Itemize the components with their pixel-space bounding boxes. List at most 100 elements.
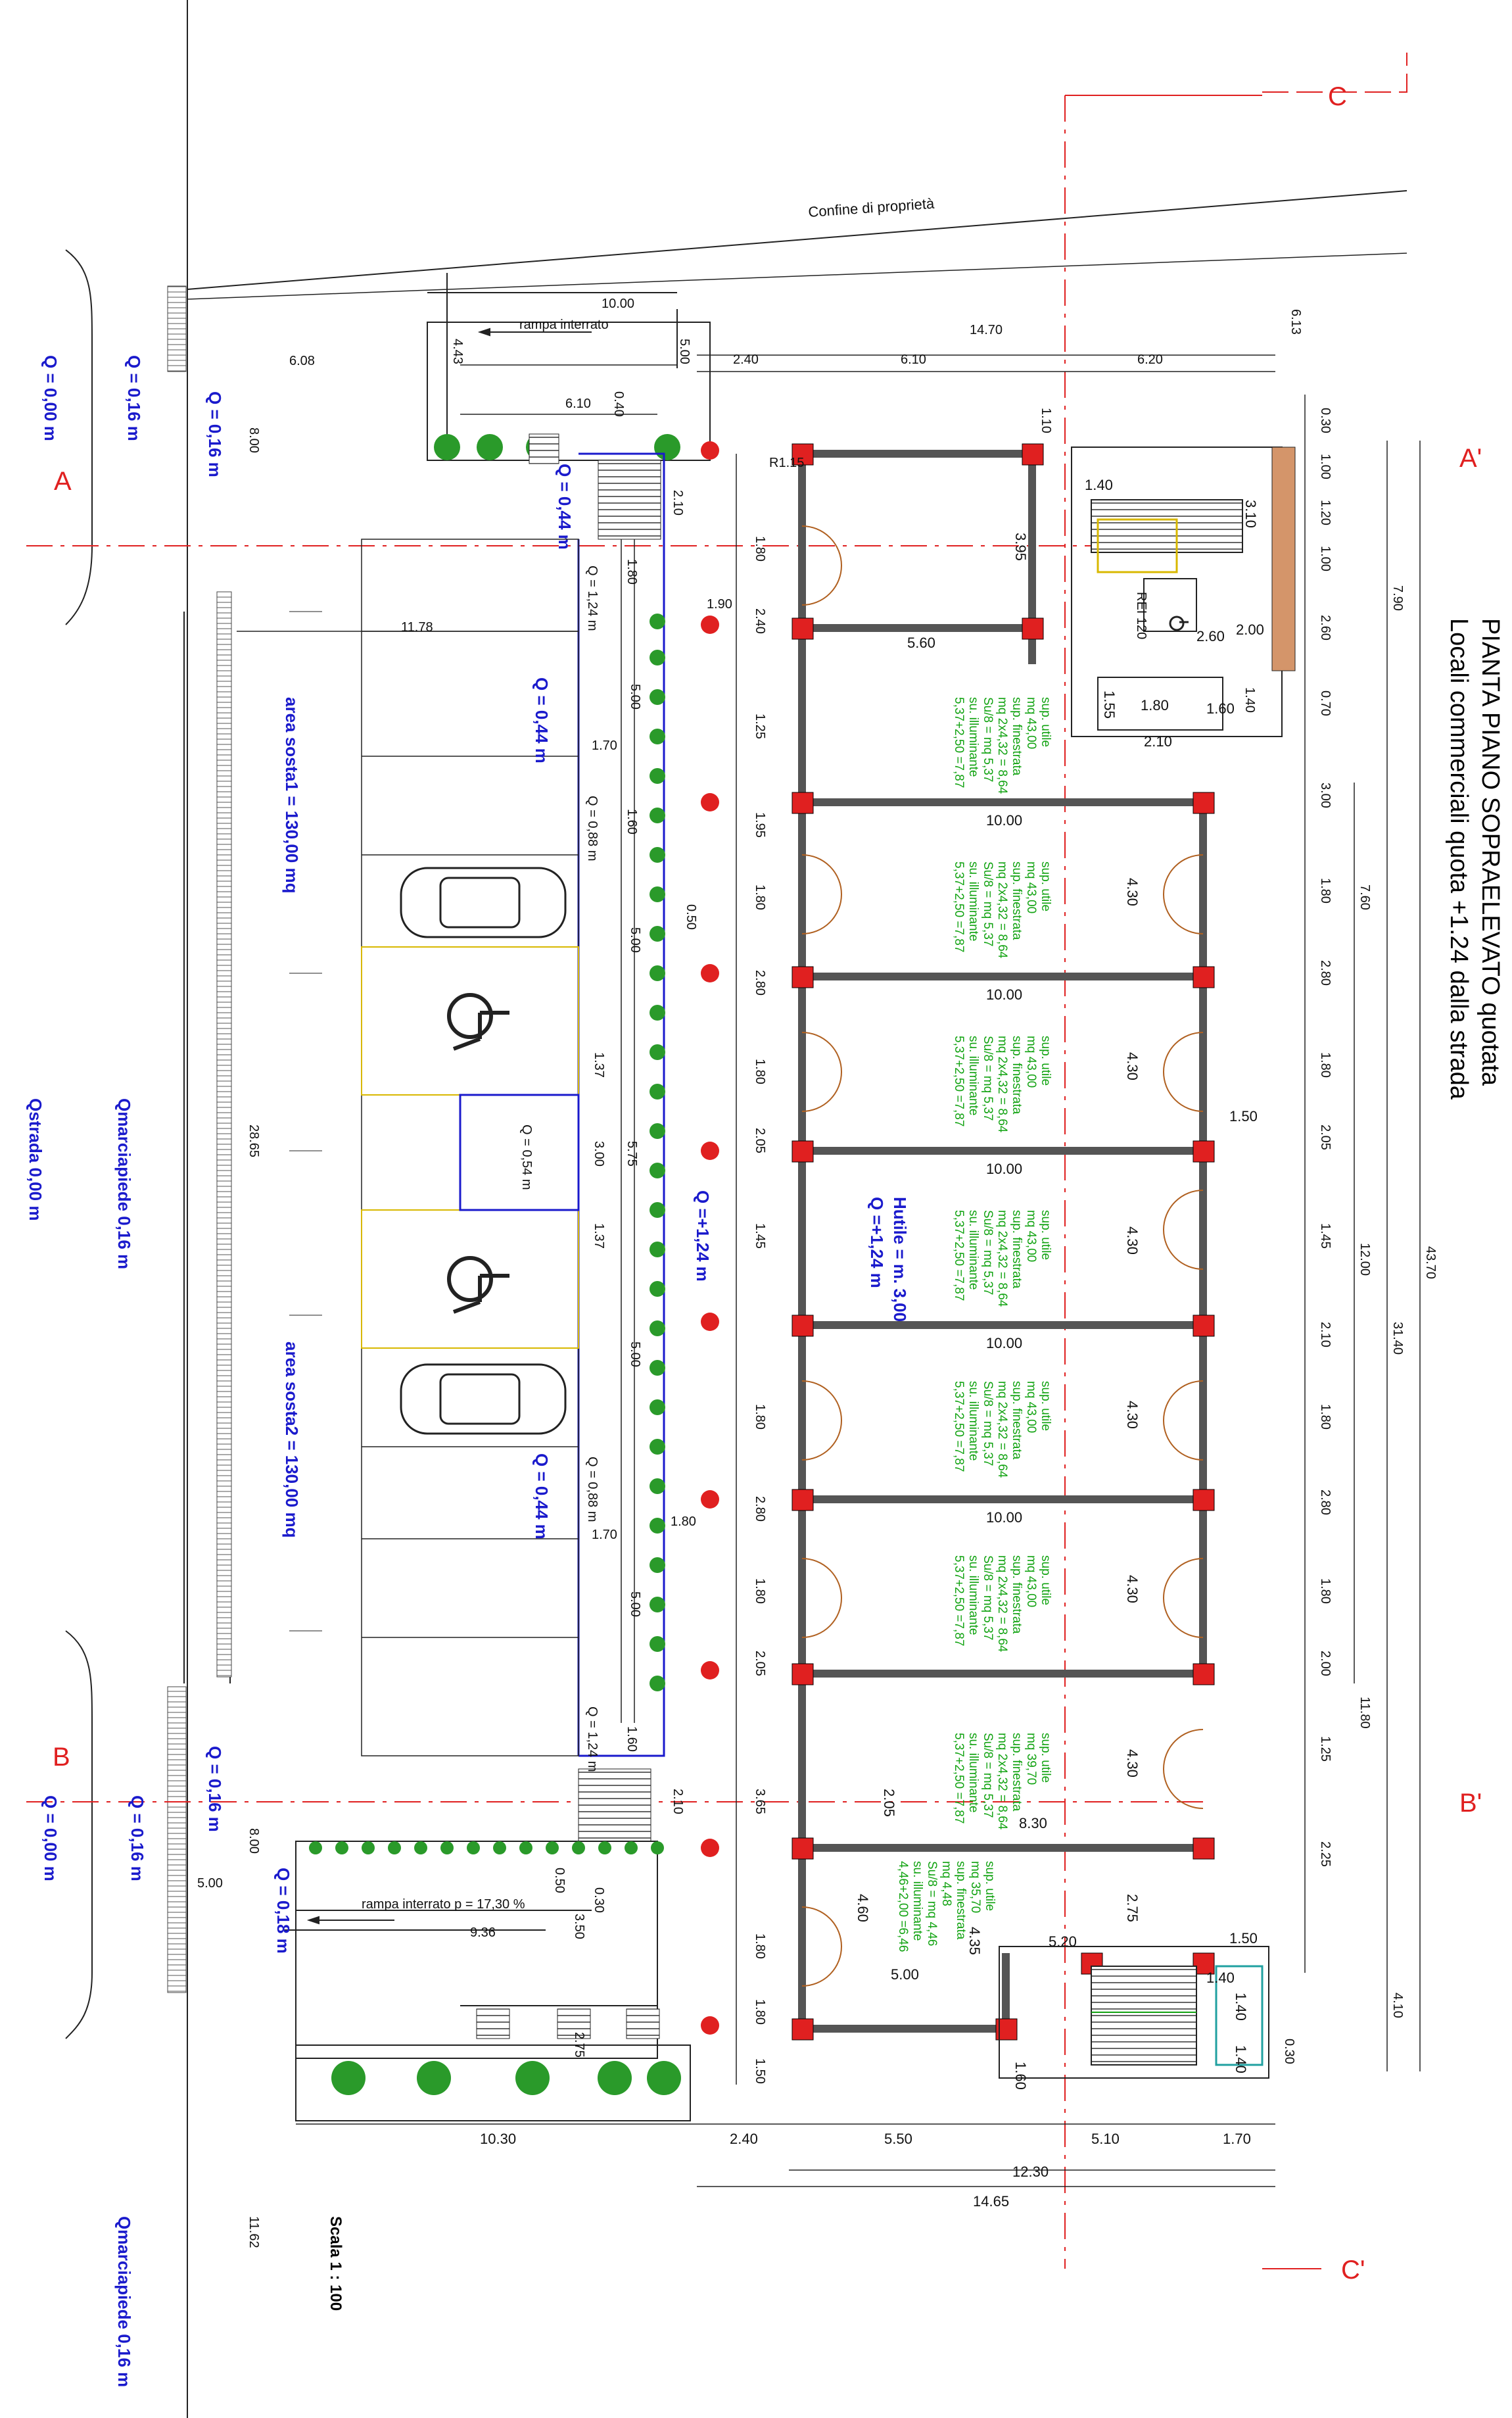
dim-790: 7.90 xyxy=(1390,585,1405,611)
area-sosta-2: area sosta2 = 130,00 mq xyxy=(282,1342,302,1537)
svg-text:sup. utile: sup. utile xyxy=(983,1861,997,1911)
dim-150-a: 1.50 xyxy=(1229,1108,1258,1124)
level-small-5: Q = 1,24 m xyxy=(585,1706,600,1772)
svg-text:mq 43,00: mq 43,00 xyxy=(1024,1210,1038,1262)
svg-text:2.00: 2.00 xyxy=(1318,1651,1333,1676)
svg-text:mq 43,00: mq 43,00 xyxy=(1024,861,1038,913)
wheelchair-icon-2 xyxy=(447,1256,509,1314)
svg-text:2.10: 2.10 xyxy=(1318,1322,1333,1347)
dim-2865: 28.65 xyxy=(247,1124,261,1157)
level-ramp-bottom: Q = 0,18 m xyxy=(273,1868,293,1954)
svg-text:Su/8 = mq 5,37: Su/8 = mq 5,37 xyxy=(981,861,995,946)
svg-text:3.00: 3.00 xyxy=(1318,783,1333,808)
section-c xyxy=(1064,53,1407,2269)
svg-text:1.25: 1.25 xyxy=(753,713,767,739)
svg-text:mq 2x4,32 = 8,64: mq 2x4,32 = 8,64 xyxy=(995,1555,1009,1653)
ramp-top-label: rampa interrato xyxy=(519,318,609,332)
svg-text:5,37+2,50 =7,87: 5,37+2,50 =7,87 xyxy=(952,861,966,952)
dim-040: 0.40 xyxy=(611,391,626,417)
dim-110: 1.10 xyxy=(1039,408,1053,433)
level-parking-1: Q = 0,44 m xyxy=(532,677,552,763)
disabled-bay-2 xyxy=(361,1209,579,1349)
wc-wheelchair-icon xyxy=(1169,616,1189,631)
svg-text:sup. utile: sup. utile xyxy=(1039,697,1052,747)
svg-text:1.45: 1.45 xyxy=(1318,1223,1333,1249)
rei-label: REI 120 xyxy=(1134,592,1148,639)
dim-205-u8: 2.05 xyxy=(881,1789,897,1817)
shrub-row-bottom xyxy=(309,1841,681,2095)
dim-500-walk1: 5.00 xyxy=(628,684,642,710)
svg-text:mq 2x4,32 = 8,64: mq 2x4,32 = 8,64 xyxy=(995,1036,1009,1133)
dim-160-walk2: 1.60 xyxy=(625,1726,639,1752)
level-curb-top: Q = 0,16 m xyxy=(205,391,225,477)
dim-240-top: 2.40 xyxy=(733,352,759,367)
svg-text:su. illuminante: su. illuminante xyxy=(966,1733,980,1812)
dim-430-u5: 4.30 xyxy=(1124,1575,1141,1603)
dim-430-u4: 4.30 xyxy=(1124,1401,1141,1429)
dim-575: 5.75 xyxy=(625,1141,639,1167)
svg-text:su. illuminante: su. illuminante xyxy=(966,1555,980,1635)
level-street-bottom: Q = 0,00 m xyxy=(41,1795,60,1881)
svg-text:mq 43,00: mq 43,00 xyxy=(1024,1036,1038,1088)
svg-text:1.80: 1.80 xyxy=(753,536,767,562)
svg-text:2.80: 2.80 xyxy=(753,1496,767,1522)
dim-240-bottom: 2.40 xyxy=(730,2131,758,2147)
svg-text:1.80: 1.80 xyxy=(753,1933,767,1959)
dim-ramp-443: 4.43 xyxy=(450,339,465,364)
svg-text:sup. utile: sup. utile xyxy=(1039,1555,1052,1605)
dim-620-top: 6.20 xyxy=(1137,352,1163,367)
svg-text:1.95: 1.95 xyxy=(753,812,767,838)
dim-140-core: 1.40 xyxy=(1085,477,1113,493)
svg-text:Su/8 = mq 5,37: Su/8 = mq 5,37 xyxy=(981,1036,995,1121)
bottom-dimension-lines xyxy=(296,2123,1275,2187)
dim-150-b: 1.50 xyxy=(1229,1930,1258,1946)
dim-050: 0.50 xyxy=(684,904,698,930)
right-dimension-column: 0.30 1.00 1.20 1.00 2.60 0.70 3.00 1.80 … xyxy=(1282,408,1333,2064)
dim-210-core: 2.10 xyxy=(1144,733,1172,750)
left-dimension-column: 1.80 2.40 1.25 1.95 1.80 2.80 1.80 2.05 … xyxy=(753,536,767,2084)
svg-text:mq 4,48: mq 4,48 xyxy=(939,1861,953,1906)
dim-613: 6.13 xyxy=(1288,309,1303,335)
svg-text:mq 2x4,32 = 8,64: mq 2x4,32 = 8,64 xyxy=(995,861,1009,959)
columns xyxy=(791,443,1215,2041)
property-line-label: Confine di proprietà xyxy=(808,195,935,220)
dim-4370: 43.70 xyxy=(1423,1246,1438,1279)
svg-text:5,37+2,50 =7,87: 5,37+2,50 =7,87 xyxy=(952,1733,966,1824)
dim-160-walk: 1.60 xyxy=(625,809,639,834)
stair-bottom xyxy=(578,1768,651,1842)
dim-830: 8.30 xyxy=(1019,1815,1047,1831)
dim-050-b: 0.50 xyxy=(552,1868,567,1893)
svg-text:3.65: 3.65 xyxy=(753,1789,767,1814)
dim-435: 4.35 xyxy=(966,1927,983,1955)
svg-text:mq 43,00: mq 43,00 xyxy=(1024,1555,1038,1607)
svg-text:Su/8 = mq 5,37: Su/8 = mq 5,37 xyxy=(981,1733,995,1818)
dim-610b: 6.10 xyxy=(565,397,591,411)
dim-137-b: 1.37 xyxy=(592,1223,606,1249)
stair-hatch-right xyxy=(1271,447,1296,671)
svg-text:1.80: 1.80 xyxy=(1318,1404,1333,1430)
dim-1230: 12.30 xyxy=(1012,2164,1049,2180)
dim-170-walk: 1.70 xyxy=(592,738,617,753)
dim-190: 1.90 xyxy=(707,597,732,612)
dim-608: 6.08 xyxy=(289,354,315,368)
dim-r115: R1.15 xyxy=(769,456,804,470)
svg-text:su. illuminante: su. illuminante xyxy=(966,1036,980,1115)
svg-text:mq 35,70: mq 35,70 xyxy=(968,1861,982,1913)
svg-text:sup. utile: sup. utile xyxy=(1039,861,1052,911)
level-sidewalk-mid: Qmarciapiede 0,16 m xyxy=(114,1098,134,1269)
svg-text:1.80: 1.80 xyxy=(753,1578,767,1604)
dim-160-core2: 1.60 xyxy=(1012,2062,1029,2090)
svg-text:Su/8 = mq 5,37: Su/8 = mq 5,37 xyxy=(981,1381,995,1466)
disabled-bay-1 xyxy=(361,946,579,1096)
svg-text:1.20: 1.20 xyxy=(1318,500,1333,525)
svg-text:1.80: 1.80 xyxy=(1318,1052,1333,1078)
dim-1000-u2: 10.00 xyxy=(986,986,1022,1003)
level-street-mid: Qstrada 0,00 m xyxy=(26,1098,45,1221)
dim-310-core: 3.10 xyxy=(1242,500,1259,528)
dim-170-walk2: 1.70 xyxy=(592,1528,617,1542)
